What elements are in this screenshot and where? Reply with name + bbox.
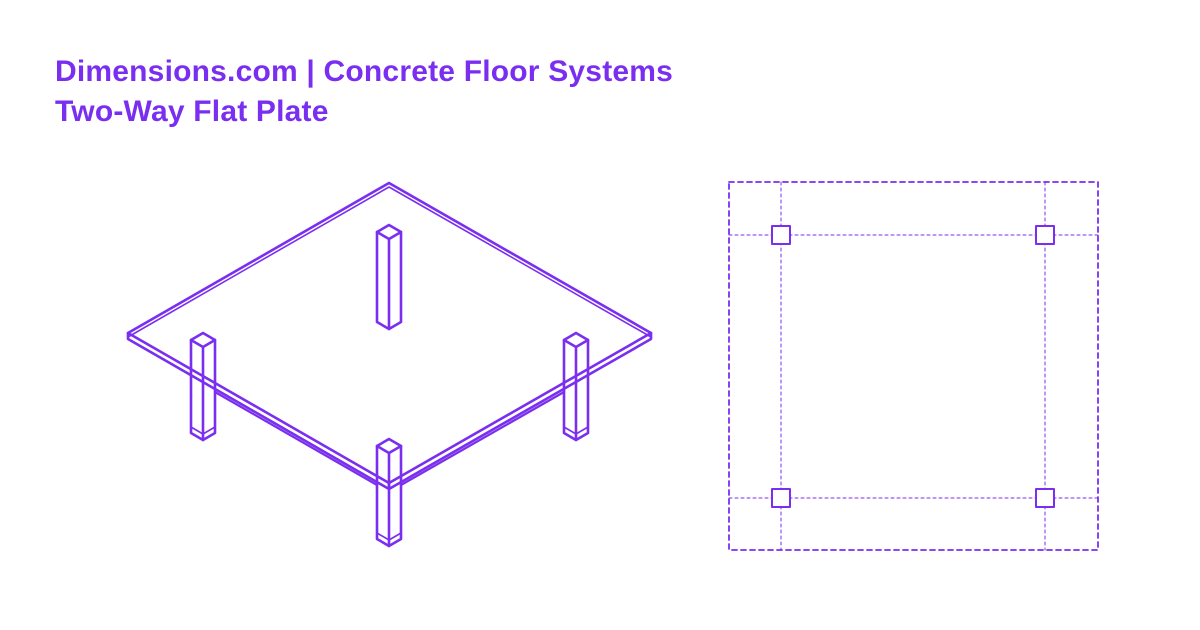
column-right [562, 331, 590, 442]
plan-columns [771, 225, 1055, 508]
plan-view [728, 181, 1099, 551]
column-back [375, 223, 403, 331]
slab-underside-right [399, 390, 566, 487]
plan-column-ne [1035, 225, 1055, 245]
plan-column-sw [771, 488, 791, 508]
column-left [189, 331, 217, 442]
plan-column-se [1035, 488, 1055, 508]
plan-column-nw [771, 225, 791, 245]
page-title: Dimensions.com | Concrete Floor Systems [55, 55, 674, 88]
column-front [375, 437, 403, 548]
isometric-view [126, 181, 653, 548]
title-block: Dimensions.com | Concrete Floor Systems … [55, 52, 673, 132]
slab-underside-left [213, 390, 379, 487]
slab-rim [127, 186, 652, 338]
slab-outline [728, 181, 1099, 551]
page-subtitle: Two-Way Flat Plate [55, 95, 329, 128]
